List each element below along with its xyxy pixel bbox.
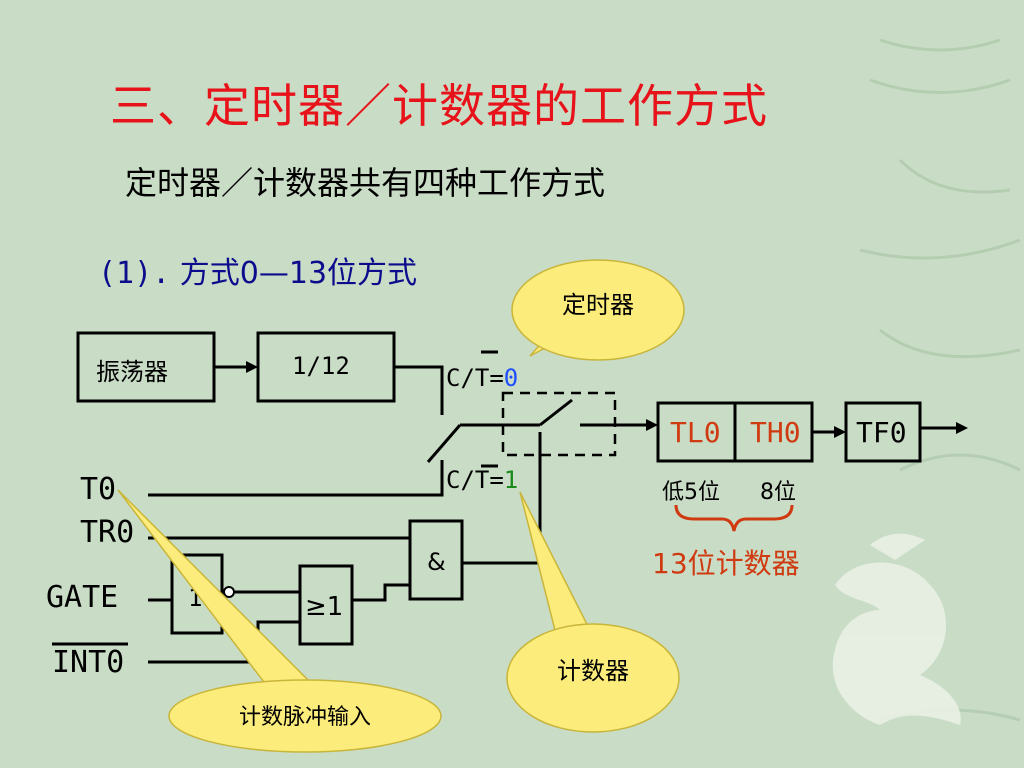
low-bits-label: 低5位 xyxy=(662,480,720,505)
pin-tr0: TR0 xyxy=(80,515,135,550)
mode-heading: (1). 方式0—13位方式 xyxy=(98,248,417,292)
timer-callout-text: 定时器 xyxy=(562,291,634,319)
and-gate xyxy=(408,519,464,601)
pulse-callout-pointer xyxy=(117,489,320,691)
ct-timer-label: C/T=0 xyxy=(446,364,518,392)
ct-timer-prefix: C/T= xyxy=(446,364,504,392)
counter-total-label: 13位计数器 xyxy=(652,547,800,580)
th0-label: TH0 xyxy=(750,416,801,449)
pin-t0: T0 xyxy=(80,472,117,507)
divider-label: 1/12 xyxy=(292,352,350,380)
tf0-label: TF0 xyxy=(856,416,907,449)
high-bits-label: 8位 xyxy=(760,480,796,505)
or-gate xyxy=(298,564,354,646)
tl0-label: TL0 xyxy=(670,416,721,449)
mode-label: 方式0—13位方式 xyxy=(179,256,418,291)
and-gate-label: & xyxy=(427,548,446,576)
oscillator-label: 振荡器 xyxy=(96,358,168,386)
ct-timer-value: 0 xyxy=(503,364,519,392)
or-gate-label: ≥1 xyxy=(305,592,344,622)
page-title: 三、定时器／计数器的工作方式 xyxy=(110,79,768,133)
ct-counter-value: 1 xyxy=(503,466,519,494)
pin-int0: INT0 xyxy=(52,645,125,680)
page-subtitle: 定时器／计数器共有四种工作方式 xyxy=(125,164,606,202)
pulse-callout-text: 计数脉冲输入 xyxy=(238,705,371,730)
switch-box xyxy=(501,391,617,457)
dragon-ornament-icon xyxy=(832,533,961,725)
counter-callout xyxy=(506,623,680,733)
counter-callout-text: 计数器 xyxy=(557,657,629,685)
pin-gate: GATE xyxy=(46,580,119,615)
ct-counter-label: C/T=1 xyxy=(446,466,518,494)
mode-prefix: (1). xyxy=(98,256,171,291)
pulse-callout xyxy=(168,679,442,753)
ct-counter-prefix: C/T= xyxy=(446,466,504,494)
timer-callout xyxy=(511,259,685,361)
